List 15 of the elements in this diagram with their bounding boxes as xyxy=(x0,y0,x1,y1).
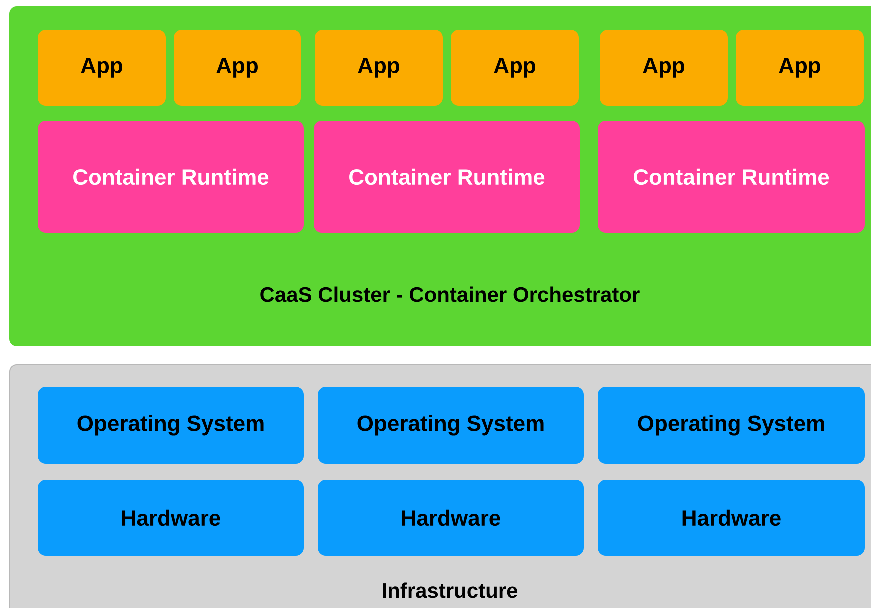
hardware-box: Hardware xyxy=(38,480,304,556)
hardware-box: Hardware xyxy=(598,480,865,556)
app-box: App xyxy=(315,30,443,106)
runtime-box: Container Runtime xyxy=(598,121,865,233)
app-box: App xyxy=(38,30,166,106)
runtime-box: Container Runtime xyxy=(314,121,580,233)
os-box: Operating System xyxy=(598,387,865,464)
app-box: App xyxy=(451,30,579,106)
app-box: App xyxy=(600,30,728,106)
os-box: Operating System xyxy=(318,387,584,464)
hardware-box: Hardware xyxy=(318,480,584,556)
runtime-box: Container Runtime xyxy=(38,121,304,233)
app-box: App xyxy=(174,30,301,106)
app-box: App xyxy=(736,30,864,106)
os-box: Operating System xyxy=(38,387,304,464)
